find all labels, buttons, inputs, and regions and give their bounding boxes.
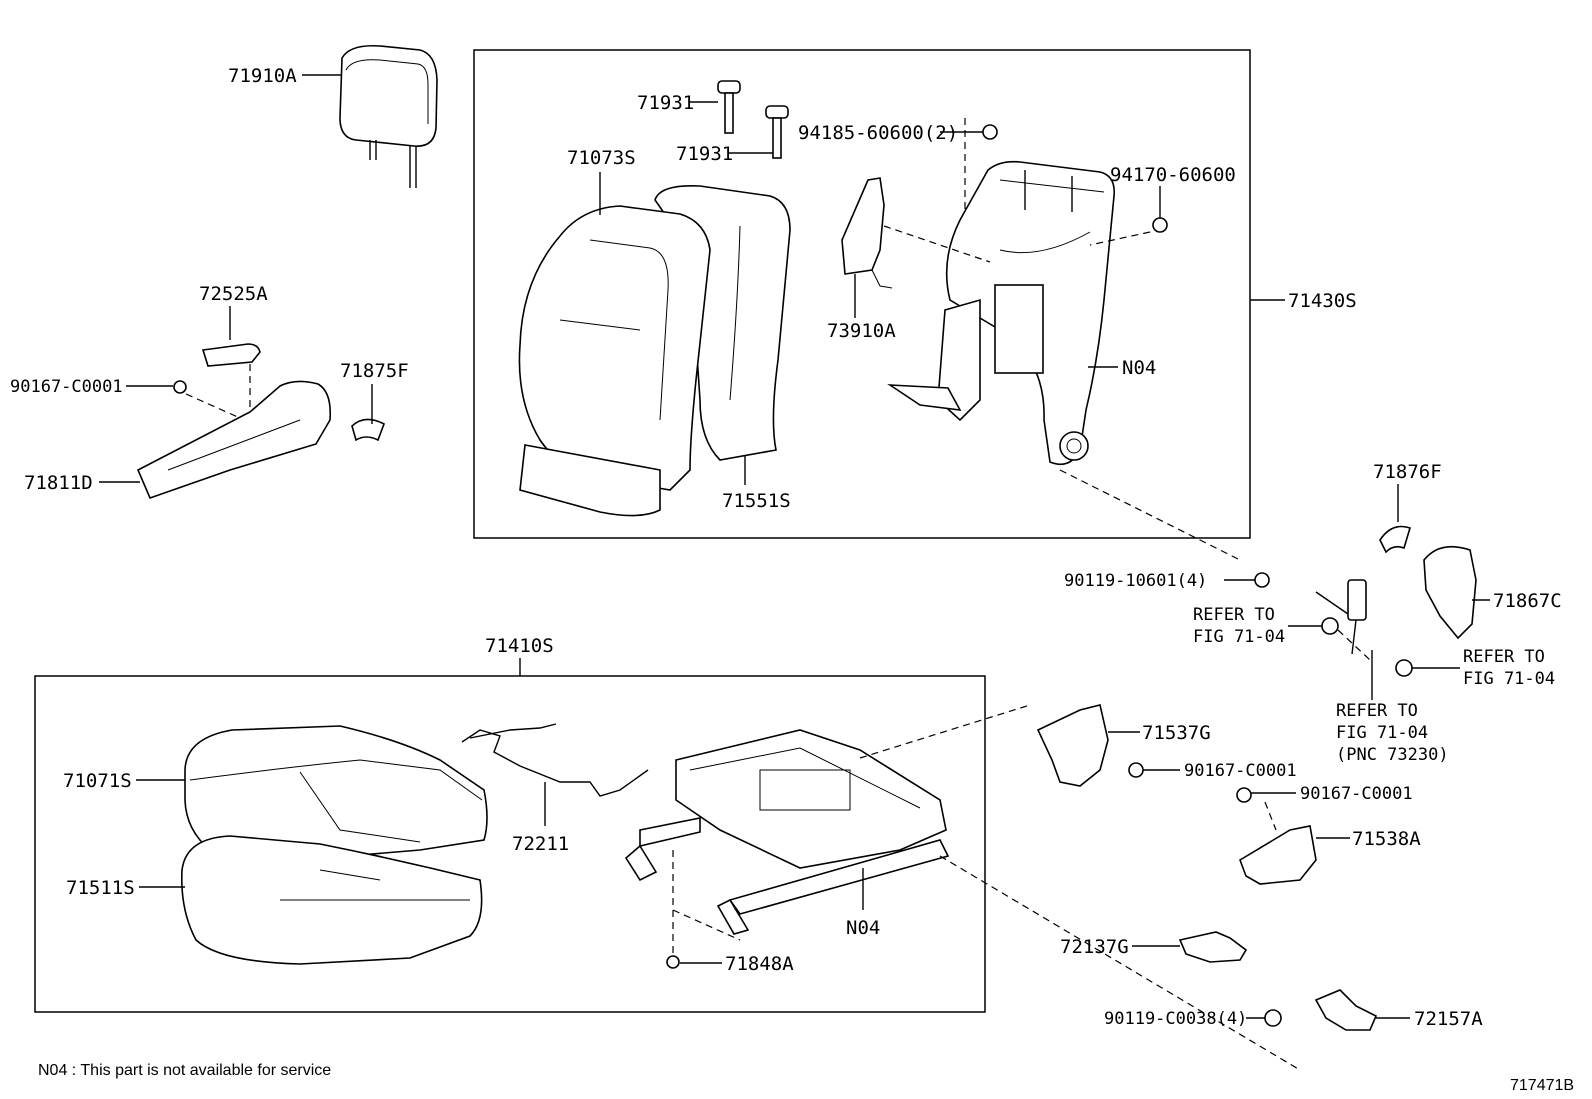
label-90167-C0001-right: 90167-C0001 bbox=[1300, 784, 1413, 804]
label-72211: 72211 bbox=[512, 833, 569, 855]
label-refer2-line1: REFER TO bbox=[1463, 647, 1545, 667]
label-refer3-line3: (PNC 73230) bbox=[1336, 745, 1449, 765]
seat-cushion-drawing bbox=[180, 725, 488, 965]
diagram-id: 717471B bbox=[1510, 1077, 1574, 1094]
label-72525A: 72525A bbox=[199, 283, 268, 305]
label-72137G: 72137G bbox=[1060, 936, 1129, 958]
headrest-guide-drawing bbox=[717, 80, 789, 159]
label-refer2-line2: FIG 71-04 bbox=[1463, 669, 1555, 689]
label-71071S: 71071S bbox=[63, 770, 132, 792]
label-72157A: 72157A bbox=[1414, 1008, 1483, 1030]
label-71073S: 71073S bbox=[567, 147, 636, 169]
label-refer3-line1: REFER TO bbox=[1336, 701, 1418, 721]
bolt-drawing-2 bbox=[1264, 1009, 1282, 1027]
label-71910A: 71910A bbox=[228, 65, 297, 87]
label-71931-lower: 71931 bbox=[676, 143, 733, 165]
label-73910A: 73910A bbox=[827, 320, 896, 342]
label-71867C: 71867C bbox=[1493, 590, 1562, 612]
label-71811D: 71811D bbox=[24, 472, 93, 494]
headrest-drawing bbox=[339, 44, 438, 188]
recliner-cover-drawing bbox=[1036, 704, 1317, 885]
label-71537G: 71537G bbox=[1142, 722, 1211, 744]
label-90167-C0001-mid: 90167-C0001 bbox=[1184, 761, 1297, 781]
seat-side-cover-drawing bbox=[136, 343, 385, 500]
label-71875F: 71875F bbox=[340, 360, 409, 382]
label-71551S: 71551S bbox=[722, 490, 791, 512]
label-71410S: 71410S bbox=[485, 635, 554, 657]
screw-drawing bbox=[666, 955, 680, 969]
washer-drawing bbox=[1321, 617, 1339, 635]
buckle-cover-drawing bbox=[1315, 525, 1477, 655]
label-71876F: 71876F bbox=[1373, 461, 1442, 483]
seatback-frame-drawing bbox=[887, 160, 1116, 466]
wire-harness-drawing bbox=[461, 729, 649, 797]
label-90119-10601: 90119-10601(4) bbox=[1064, 571, 1207, 591]
bolt-drawing bbox=[1254, 572, 1270, 588]
label-90119-C0038: 90119-C0038(4) bbox=[1104, 1009, 1247, 1029]
label-71931-upper: 71931 bbox=[637, 92, 694, 114]
label-refer1-line1: REFER TO bbox=[1193, 605, 1275, 625]
label-94170-60600: 94170-60600 bbox=[1110, 164, 1236, 186]
footer-note: N04 : This part is not available for ser… bbox=[38, 1062, 331, 1079]
label-N04-cushion: N04 bbox=[846, 917, 880, 939]
label-94185-60600: 94185-60600(2) bbox=[798, 122, 958, 144]
label-refer1-line2: FIG 71-04 bbox=[1193, 627, 1285, 647]
rail-cover-drawing-2 bbox=[1314, 989, 1378, 1031]
nut-drawing-right bbox=[1395, 659, 1413, 677]
label-71848A: 71848A bbox=[725, 953, 794, 975]
rail-cover-drawing bbox=[1178, 931, 1248, 963]
label-71511S: 71511S bbox=[66, 877, 135, 899]
seatback-cover-drawing bbox=[518, 184, 791, 517]
label-90167-C0001-left: 90167-C0001 bbox=[10, 377, 123, 397]
label-71538A: 71538A bbox=[1352, 828, 1421, 850]
nut-drawing bbox=[982, 124, 998, 140]
screw-drawing-3 bbox=[1236, 787, 1252, 803]
label-71430S: 71430S bbox=[1288, 290, 1357, 312]
screw-drawing-2 bbox=[1128, 762, 1144, 778]
clip-drawing bbox=[1152, 217, 1168, 233]
side-airbag-cover-drawing bbox=[841, 177, 893, 289]
seatback-assembly-box bbox=[473, 49, 1251, 539]
label-N04-seatback: N04 bbox=[1122, 357, 1156, 379]
cushion-frame-drawing bbox=[624, 729, 950, 935]
label-refer3-line2: FIG 71-04 bbox=[1336, 723, 1428, 743]
seat-cushion-assembly-box bbox=[34, 675, 986, 1013]
